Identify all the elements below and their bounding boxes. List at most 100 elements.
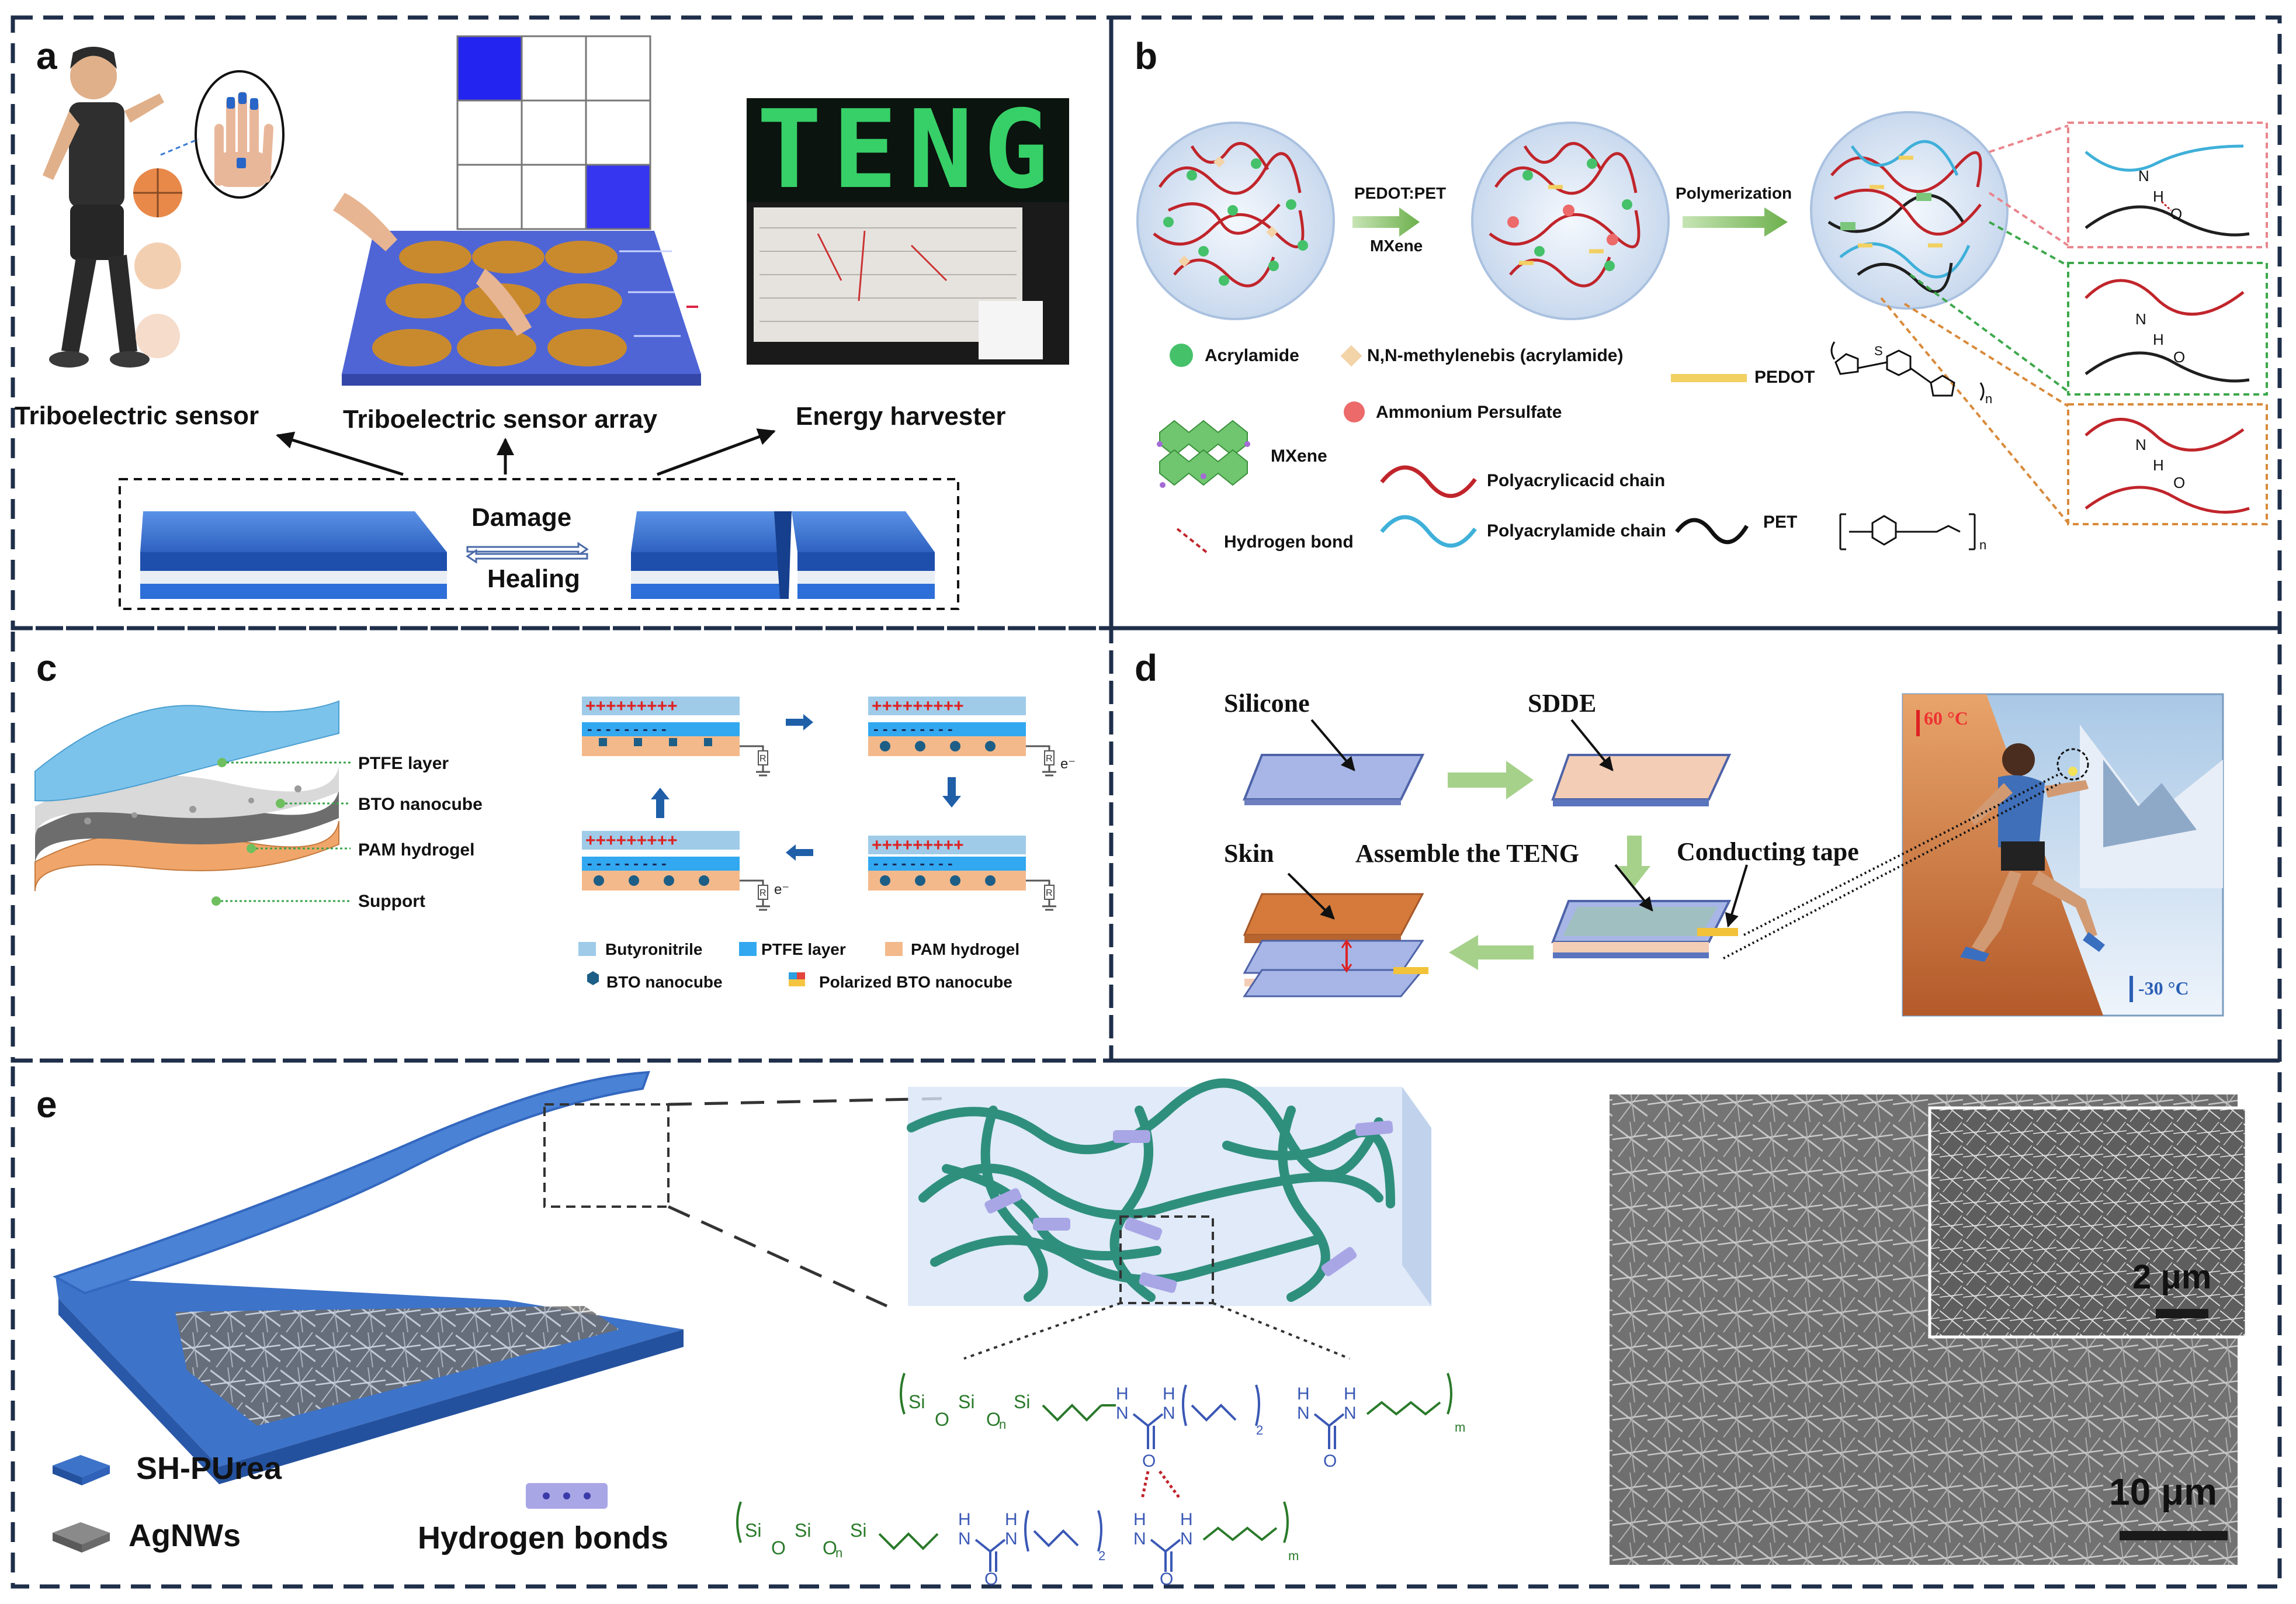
pedot-structure <box>1830 341 1985 401</box>
arrow-c-left <box>786 844 813 861</box>
panel-a: a Triboelectric <box>15 35 1069 610</box>
e-chem-b-si3: Si <box>850 1520 866 1541</box>
b-pet-n: n <box>1979 538 1986 552</box>
panel-e: e <box>36 1071 2248 1589</box>
c3-e: e⁻ <box>774 882 789 898</box>
c-legend-bto: BTO nanocube <box>606 973 723 991</box>
panel-c: c PTFE layer BTO nanocube PAM hydrogel S… <box>34 647 1076 991</box>
panel-b-letter: b <box>1135 35 1157 77</box>
zoom-box <box>543 1103 670 1208</box>
panel-d: d Silicone SDDE Skin Assemble the TENG C… <box>1135 647 2224 1017</box>
e-chem-nn4: N <box>1344 1404 1357 1423</box>
c4-minus: - - - - - - - - - <box>873 854 953 872</box>
panel-a-arrows <box>276 428 776 476</box>
hbond-detail-3: N H O <box>2085 418 2250 514</box>
e-chem-h2: H <box>1163 1384 1175 1404</box>
e-chem-b-si2: Si <box>795 1520 811 1541</box>
b-chem-o2: O <box>2173 348 2185 366</box>
c-legend-butyronitrile: Butyronitrile <box>605 940 702 958</box>
e-chem-b-nn2: N <box>1005 1529 1018 1548</box>
d-arrow-1 <box>1448 761 1534 799</box>
e-chem-o1: O <box>935 1409 949 1430</box>
e-chem-b-h2: H <box>1005 1510 1018 1529</box>
e-chem-nn3: N <box>1297 1404 1310 1423</box>
e-chem-o2: O <box>986 1409 1001 1430</box>
sem-main-scale-bar <box>2120 1531 2228 1540</box>
sphere-monomers <box>1136 122 1335 320</box>
legend-mxene: MXene <box>1271 446 1327 466</box>
hbond-detail-2: N H O <box>2085 279 2250 383</box>
sem-image: 2 μm 10 μm <box>1610 1094 2248 1565</box>
e-chem-b-oo2: O <box>1160 1570 1173 1589</box>
step1-pedot: PEDOT:PET <box>1354 184 1446 202</box>
pet-structure <box>1839 513 1976 550</box>
arrow-c-down <box>942 777 961 808</box>
agnw-film <box>53 1071 684 1484</box>
layer-support: Support <box>358 892 425 911</box>
e-chem-b-h3: H <box>1133 1510 1146 1529</box>
step1-mxene: MXene <box>1370 237 1423 255</box>
c1-r: R <box>759 754 767 764</box>
e-chem-nn2: N <box>1163 1404 1175 1423</box>
legend-pam: Polyacrylamide chain <box>1487 521 1666 541</box>
panel-c-legend: Butyronitrile PTFE layer PAM hydrogel BT… <box>578 940 1019 991</box>
device-intact <box>140 511 447 599</box>
teng-led-text: TENG <box>757 86 1059 213</box>
hbond-detail-1: N H O <box>2085 144 2250 237</box>
b-chem-h1: H <box>2153 188 2164 205</box>
c-legend-polarized: Polarized BTO nanocube <box>819 973 1012 991</box>
e-chem-oo2: O <box>1323 1451 1337 1471</box>
layer-bto: BTO nanocube <box>358 795 483 814</box>
layer-leader-dots <box>211 758 285 906</box>
c2-e: e⁻ <box>1060 756 1076 772</box>
mechanism-1: +++++++++ - - - - - - - - - R <box>582 697 770 777</box>
chem-structure-bottom: Si O Si O n Si H N H N O 2 H N H N O m <box>736 1501 1299 1589</box>
e-chem-b-h1: H <box>958 1510 971 1529</box>
e-chem-b-oo1: O <box>984 1570 998 1589</box>
sensor-array-board <box>333 193 701 386</box>
e-chem-two1: 2 <box>1256 1423 1263 1437</box>
legend-pet: PET <box>1763 512 1797 532</box>
d-label-assemble: Assemble the TENG <box>1355 839 1579 868</box>
arrow-step1 <box>1352 207 1420 237</box>
e-chem-h3: H <box>1297 1384 1310 1404</box>
layer-leaders <box>216 761 351 902</box>
panel-b-legend: Acrylamide N,N-methylenebis (acrylamide)… <box>1157 341 1992 553</box>
e-chem-nn1: N <box>1116 1404 1129 1423</box>
e-chem-oo1: O <box>1142 1451 1156 1471</box>
e-chem-b-si1: Si <box>745 1520 761 1541</box>
d-temp-hot: 60 °C <box>1924 708 1968 729</box>
c4-r: R <box>1046 888 1053 898</box>
mechanism-4: +++++++++ - - - - - - - - - R <box>868 836 1056 911</box>
label-damage: Damage <box>471 503 571 532</box>
panel-a-letter: a <box>36 35 57 77</box>
sem-inset-scale-label: 2 μm <box>2132 1258 2211 1296</box>
teng-led-photo: TENG <box>747 86 1069 365</box>
e-chem-m1: m <box>1455 1420 1465 1435</box>
skin-stack <box>1243 872 1428 997</box>
layer-pam: PAM hydrogel <box>358 840 474 860</box>
hbond-callouts <box>1880 122 2268 525</box>
legend-aps: Ammonium Persulfate <box>1376 403 1562 422</box>
e-chem-b-h4: H <box>1180 1510 1193 1529</box>
device-damaged <box>631 511 935 599</box>
c3-minus: - - - - - - - - - <box>587 854 667 872</box>
c-legend-ptfe: PTFE layer <box>761 940 846 958</box>
d-arrow-3 <box>1449 935 1534 970</box>
b-pedot-s: S <box>1874 344 1883 358</box>
e-chem-b-nn1: N <box>958 1529 971 1548</box>
c2-plus: +++++++++ <box>872 697 964 716</box>
sphere-mixed <box>1471 122 1670 320</box>
d-label-silicone: Silicone <box>1224 689 1310 718</box>
e-chem-b-o2: O <box>823 1537 837 1558</box>
hbond-dots-e <box>1140 1470 1182 1500</box>
e-chem-si2: Si <box>958 1391 974 1412</box>
c1-minus: - - - - - - - - - <box>587 720 667 737</box>
sdde-sheet <box>1551 719 1732 806</box>
damage-healing-arrows <box>466 542 589 564</box>
d-arrow-2 <box>1618 836 1650 887</box>
legend-agnws: AgNWs <box>129 1518 241 1553</box>
c3-r: R <box>759 888 767 898</box>
label-triboelectric-sensor: Triboelectric sensor <box>15 401 259 430</box>
